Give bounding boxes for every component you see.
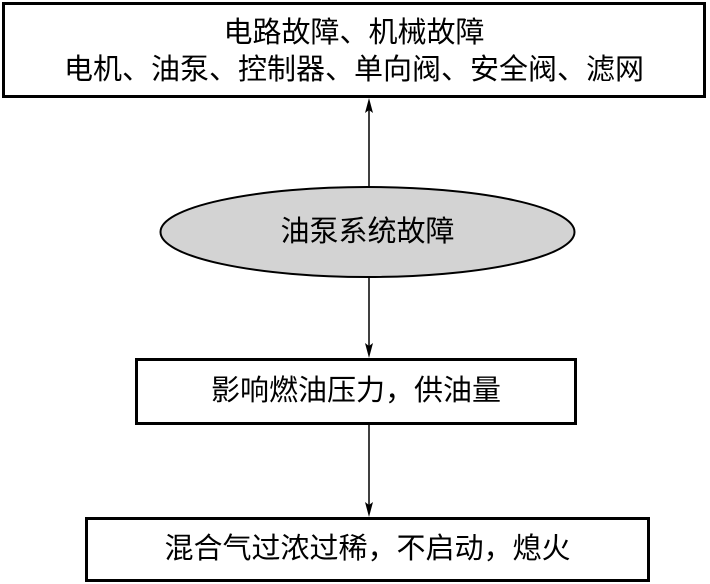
fault-types-box: 电路故障、机械故障 电机、油泵、控制器、单向阀、安全阀、滤网 <box>2 2 706 98</box>
center-ellipse-label: 油泵系统故障 <box>280 216 455 248</box>
arrowhead-up-icon <box>365 98 373 113</box>
arrowhead-down-icon <box>365 502 373 517</box>
arrow-ellipse-to-top-box <box>365 98 373 187</box>
arrowhead-down-icon <box>365 343 373 358</box>
effect-text: 影响燃油压力，供油量 <box>210 375 501 407</box>
arrow-ellipse-to-middle-box <box>365 277 373 358</box>
fault-components-text: 电机、油泵、控制器、单向阀、安全阀、滤网 <box>63 54 644 86</box>
symptom-text: 混合气过浓过稀，不启动，熄火 <box>164 533 571 565</box>
arrow-middle-box-to-bottom-box <box>365 425 373 517</box>
center-ellipse: 油泵系统故障 <box>160 187 575 278</box>
effect-box: 影响燃油压力，供油量 <box>135 358 577 425</box>
fault-categories-text: 电路故障、机械故障 <box>223 17 485 49</box>
center-ellipse-shape <box>159 186 576 278</box>
symptom-box: 混合气过浓过稀，不启动，熄火 <box>85 517 650 582</box>
